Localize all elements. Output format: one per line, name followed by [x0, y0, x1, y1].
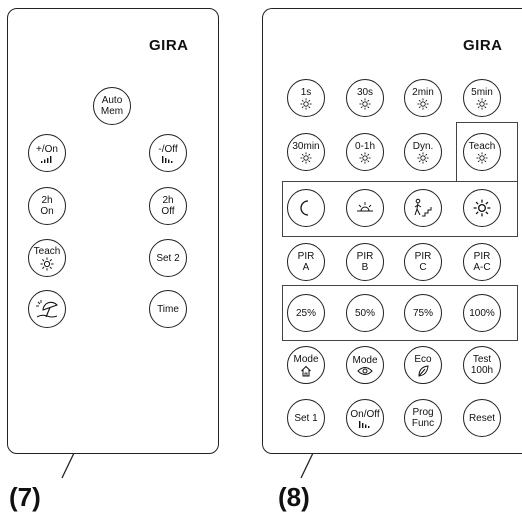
plus-on-button[interactable]: +/On: [28, 134, 66, 172]
sun-icon: [476, 97, 488, 110]
50-percent-button[interactable]: 50%: [346, 294, 384, 332]
beach-umbrella-icon: [36, 300, 58, 318]
signal-bars-icon: [359, 420, 370, 428]
sun-icon: [300, 97, 312, 110]
sun-icon: [300, 151, 312, 164]
figure-label-7: (7): [9, 482, 41, 512]
dyn-button[interactable]: Dyn.: [404, 133, 442, 171]
moon-icon: [300, 200, 309, 216]
set-2-button[interactable]: Set 2: [149, 239, 187, 277]
2h-off-button[interactable]: 2h Off: [149, 187, 187, 225]
presence-mode-button[interactable]: [404, 189, 442, 227]
75-percent-button[interactable]: 75%: [404, 294, 442, 332]
minus-off-button[interactable]: -/Off: [149, 134, 187, 172]
on-off-button[interactable]: On/Off: [346, 399, 384, 437]
eye-icon: [357, 366, 373, 375]
pir-b-button[interactable]: PIR B: [346, 243, 384, 281]
100-percent-button[interactable]: 100%: [463, 294, 501, 332]
teach-button[interactable]: Teach: [463, 133, 501, 171]
pir-a-c-button[interactable]: PIR A-C: [463, 243, 501, 281]
sun-icon: [476, 151, 488, 164]
sun-icon: [417, 97, 429, 110]
figure-label-8: (8): [278, 482, 310, 512]
beach-button[interactable]: [28, 290, 66, 328]
2h-on-button[interactable]: 2h On: [28, 187, 66, 225]
eco-button[interactable]: Eco: [404, 346, 442, 384]
sun-icon: [359, 97, 371, 110]
mode-home-button[interactable]: Mode: [287, 346, 325, 384]
light-mode-group-frame: [282, 181, 518, 237]
30s-button[interactable]: 30s: [346, 79, 384, 117]
remote-control-8: GIRA 1s 30s 2min 5min 30min 0-1h Dyn. Te…: [262, 8, 522, 454]
1s-button[interactable]: 1s: [287, 79, 325, 117]
reset-button[interactable]: Reset: [463, 399, 501, 437]
leaf-icon: [418, 364, 429, 377]
sun-icon: [359, 151, 371, 164]
sunrise-icon: [357, 202, 373, 212]
time-button[interactable]: Time: [149, 290, 187, 328]
set-1-button[interactable]: Set 1: [287, 399, 325, 437]
pir-c-button[interactable]: PIR C: [404, 243, 442, 281]
mode-eye-button[interactable]: Mode: [346, 346, 384, 384]
30min-button[interactable]: 30min: [287, 133, 325, 171]
remote-control-7: GIRA Auto Mem +/On -/Off 2h On 2h Off Te…: [7, 8, 219, 454]
5min-button[interactable]: 5min: [463, 79, 501, 117]
brand-logo: GIRA: [463, 37, 503, 54]
day-mode-button[interactable]: [463, 189, 501, 227]
0-1h-button[interactable]: 0-1h: [346, 133, 384, 171]
25-percent-button[interactable]: 25%: [287, 294, 325, 332]
2min-button[interactable]: 2min: [404, 79, 442, 117]
person-on-stairs-icon: [414, 198, 432, 217]
sun-icon: [40, 257, 54, 270]
prog-func-button[interactable]: Prog Func: [404, 399, 442, 437]
house-icon: [301, 365, 311, 376]
test-100h-button[interactable]: Test 100h: [463, 346, 501, 384]
pir-a-button[interactable]: PIR A: [287, 243, 325, 281]
night-mode-button[interactable]: [287, 189, 325, 227]
dawn-mode-button[interactable]: [346, 189, 384, 227]
sun-icon: [417, 151, 429, 164]
auto-mem-button[interactable]: Auto Mem: [93, 87, 131, 125]
brand-logo: GIRA: [149, 37, 189, 54]
signal-bars-icon: [41, 155, 52, 163]
sun-icon: [473, 199, 491, 217]
teach-button[interactable]: Teach: [28, 239, 66, 277]
dim-level-group-frame: [282, 285, 518, 341]
signal-bars-icon: [162, 155, 173, 163]
